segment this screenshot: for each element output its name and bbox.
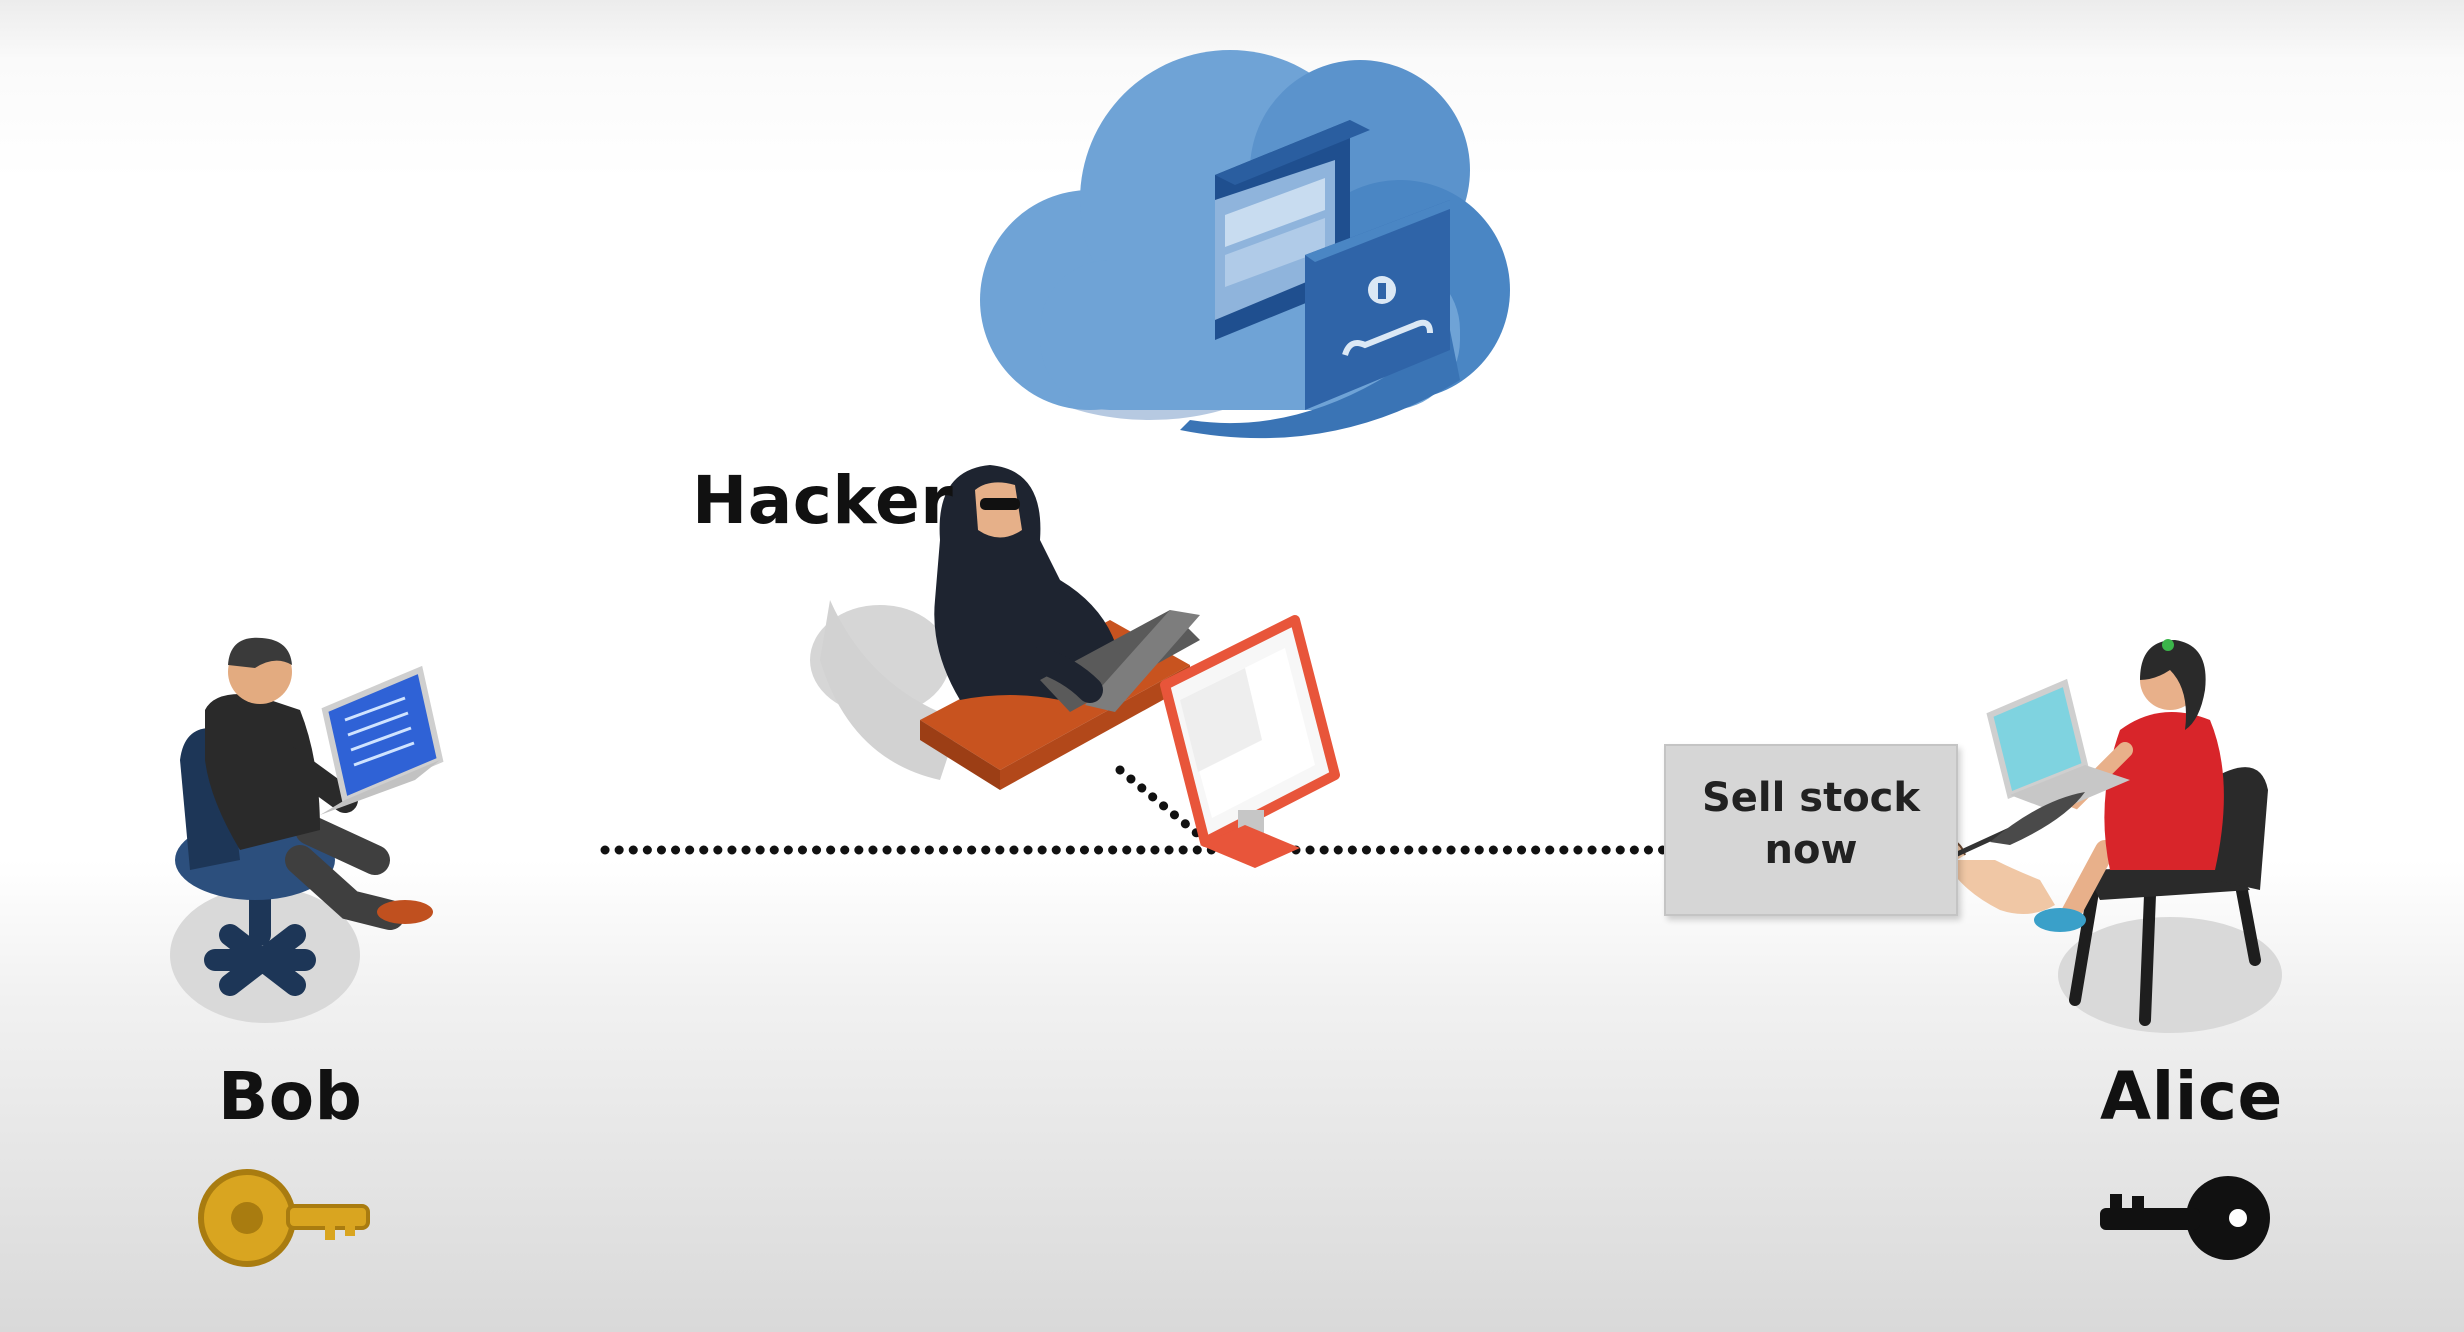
message-note: Sell stock now bbox=[1664, 744, 1958, 916]
quill-hand-icon bbox=[1826, 792, 2085, 914]
alice-person-icon bbox=[1986, 639, 2282, 1033]
monitor-icon bbox=[1160, 615, 1340, 868]
bob-label: Bob bbox=[218, 1058, 363, 1135]
alice-label: Alice bbox=[2100, 1058, 2283, 1135]
message-line-1: Sell stock bbox=[1701, 775, 1920, 821]
message-line-2: now bbox=[1764, 827, 1858, 873]
hacker-icon bbox=[810, 465, 1200, 790]
black-key-icon bbox=[2100, 1176, 2270, 1260]
bob-person-icon bbox=[170, 637, 444, 1023]
gold-key-icon bbox=[198, 1169, 370, 1267]
cloud-storage-icon bbox=[980, 50, 1510, 439]
hacker-label: Hacker bbox=[692, 462, 954, 539]
communication-line bbox=[600, 765, 1669, 855]
